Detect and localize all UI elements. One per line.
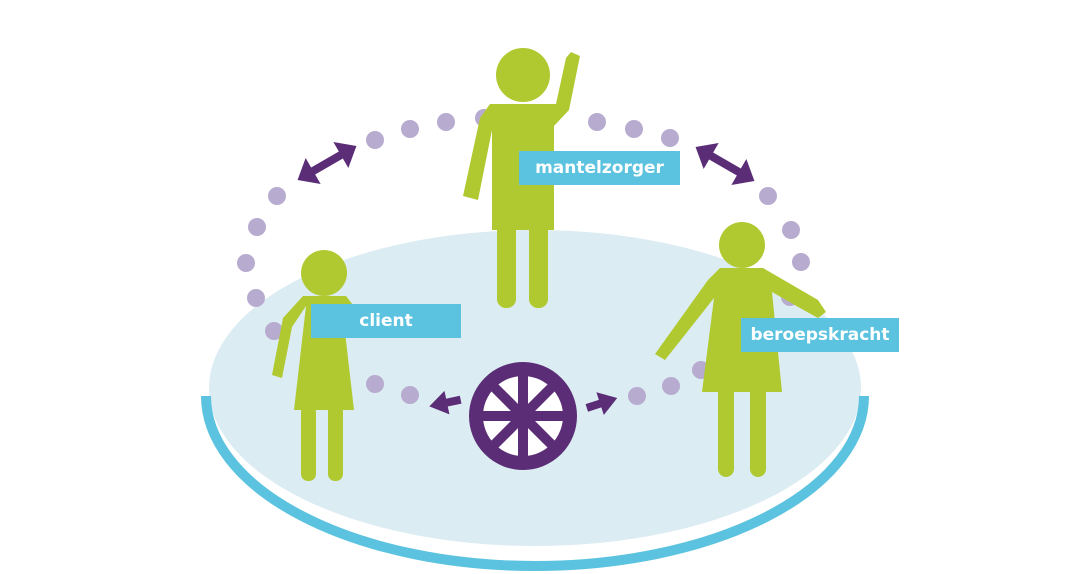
double-arrow-icon <box>297 142 357 184</box>
dotted-circle <box>237 109 810 405</box>
label-beroepskracht: beroepskracht <box>741 318 899 352</box>
label-client: client <box>311 304 461 338</box>
arrow-icon <box>585 392 618 416</box>
person-man-raised-hand-icon <box>463 48 580 308</box>
label-mantelzorger: mantelzorger <box>519 151 680 185</box>
double-arrow-icon <box>695 143 755 185</box>
wheel-icon <box>469 362 577 470</box>
arrow-icon <box>429 390 462 415</box>
floor-rim <box>201 395 869 571</box>
person-woman-pointing-icon <box>655 222 826 477</box>
